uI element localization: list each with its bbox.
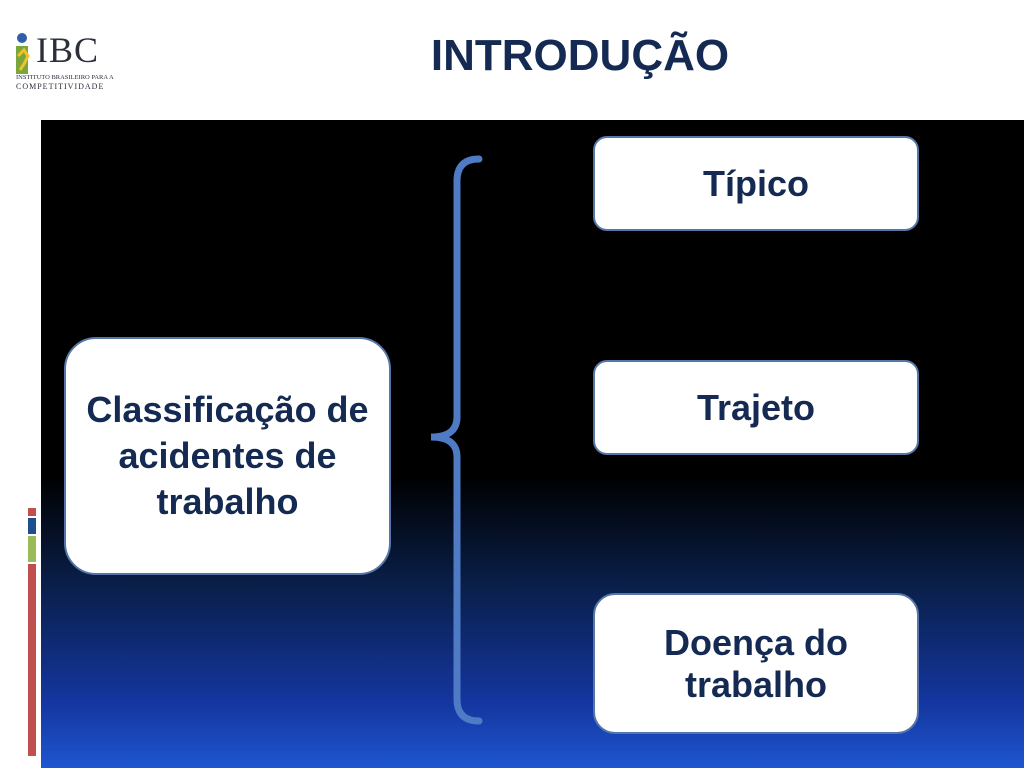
strip-segment-green	[28, 536, 36, 562]
logo-subtitle-line2: COMPETITIVIDADE	[16, 82, 105, 91]
option-label-trajeto: Trajeto	[696, 386, 816, 428]
option-label-doenca-do-trabalho: Doença do trabalho	[663, 621, 849, 705]
strip-segment-red-top	[28, 508, 36, 516]
strip-segment-blue	[28, 518, 36, 534]
logo-subtitle-line1: INSTITUTO BRASILEIRO PARA A	[16, 74, 114, 81]
decorative-color-strip	[28, 508, 38, 758]
strip-segment-red	[28, 564, 36, 756]
option-label-tipico: Típico	[703, 162, 809, 204]
classification-label: Classificação de acidentes de trabalho	[86, 389, 369, 522]
option-box-doenca-do-trabalho: Doença do trabalho	[593, 593, 919, 734]
runner-icon	[16, 33, 30, 74]
ibc-logo: IBC INSTITUTO BRASILEIRO PARA A COMPETIT…	[14, 30, 114, 92]
option-box-tipico: Típico	[593, 136, 919, 231]
option-box-trajeto: Trajeto	[593, 360, 919, 455]
logo-letters: IBC	[36, 30, 100, 70]
classification-box: Classificação de acidentes de trabalho	[64, 337, 391, 575]
page-title: INTRODUÇÃO	[430, 31, 730, 80]
curly-bracket	[430, 155, 483, 725]
